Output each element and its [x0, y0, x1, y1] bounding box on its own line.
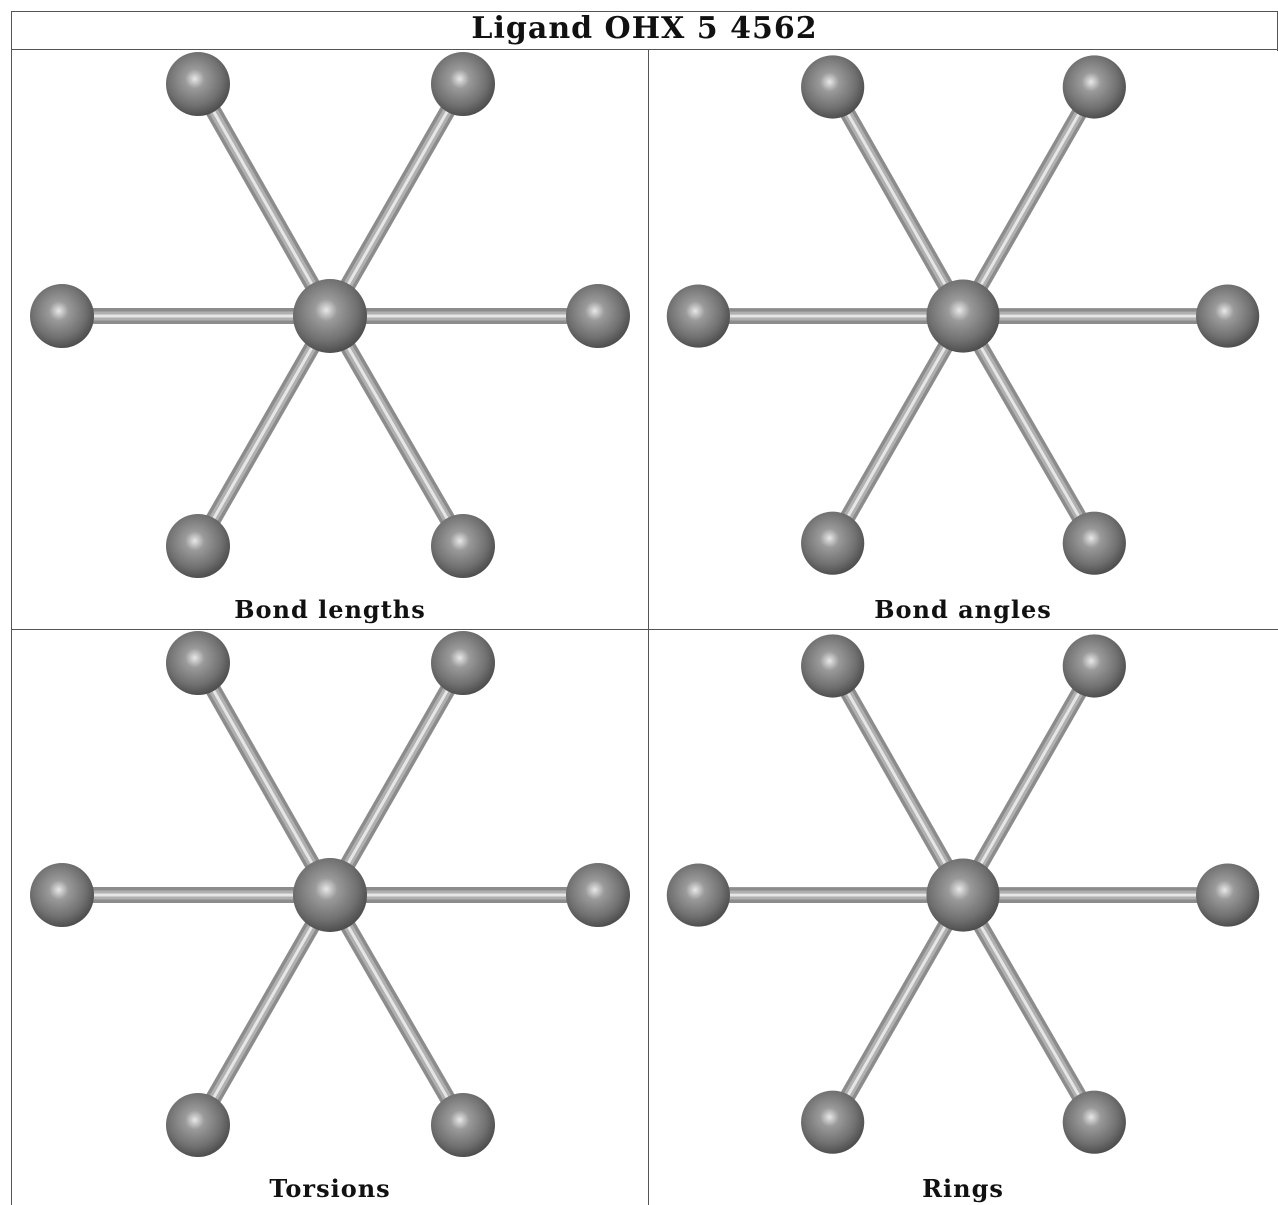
molecule-render-rings: [666, 634, 1260, 1154]
bond-shine: [196, 894, 332, 1126]
panel-divider-horizontal: [11, 629, 1278, 630]
ligand-atom: [801, 55, 865, 119]
ligand-atom: [30, 284, 94, 348]
bond-shine: [328, 83, 465, 317]
caption-rings: Rings: [922, 1174, 1004, 1203]
ligand-atom: [1062, 1090, 1126, 1154]
bond-shine: [831, 894, 965, 1123]
ligand-atom: [566, 284, 630, 348]
bond-shine: [196, 662, 332, 896]
panel-torsions: [12, 630, 648, 1170]
central-atom: [293, 279, 367, 353]
figure-frame: [11, 11, 1277, 1205]
ligand-atom: [30, 863, 94, 927]
bond-shine: [831, 86, 965, 317]
ligand-atom: [431, 1093, 495, 1157]
central-atom: [293, 858, 367, 932]
ligand-atom: [1062, 634, 1126, 698]
caption-bond-angles: Bond angles: [874, 595, 1052, 624]
bond-shine: [328, 662, 465, 896]
ligand-atom: [166, 1093, 230, 1157]
ligand-atom: [1196, 863, 1260, 927]
ligand-atom: [166, 631, 230, 695]
ligand-atom: [566, 863, 630, 927]
bond-shine: [196, 315, 332, 547]
bond-shine: [831, 665, 965, 896]
ligand-atom: [801, 511, 865, 575]
molecule-render-bond-lengths: [30, 52, 630, 578]
bond-shine: [328, 315, 465, 547]
ligand-atom: [431, 52, 495, 116]
caption-torsions: Torsions: [269, 1174, 391, 1203]
caption-bond-lengths: Bond lengths: [234, 595, 426, 624]
central-atom: [926, 858, 1000, 932]
ligand-atom: [166, 52, 230, 116]
ligand-atom: [1196, 284, 1260, 348]
figure-title: Ligand OHX 5 4562: [11, 11, 1278, 50]
bond-shine: [328, 894, 465, 1126]
bond-shine: [961, 665, 1096, 896]
ligand-atom: [1062, 511, 1126, 575]
ligand-atom: [431, 514, 495, 578]
ligand-atom: [666, 863, 730, 927]
bond-shine: [961, 86, 1096, 317]
ligand-atom: [801, 634, 865, 698]
bond-shine: [961, 894, 1096, 1123]
ligand-atom: [666, 284, 730, 348]
bond-shine: [831, 315, 965, 544]
panel-bond-lengths: [12, 51, 648, 591]
ligand-atom: [431, 631, 495, 695]
panel-divider-vertical: [648, 50, 649, 1205]
panel-bond-angles: [649, 51, 1278, 591]
molecule-render-torsions: [30, 631, 630, 1157]
molecule-render-bond-angles: [666, 55, 1260, 575]
ligand-atom: [801, 1090, 865, 1154]
bond-shine: [961, 315, 1096, 544]
ligand-atom: [1062, 55, 1126, 119]
ligand-atom: [166, 514, 230, 578]
central-atom: [926, 279, 1000, 353]
panel-rings: [649, 630, 1278, 1170]
bond-shine: [196, 83, 332, 317]
